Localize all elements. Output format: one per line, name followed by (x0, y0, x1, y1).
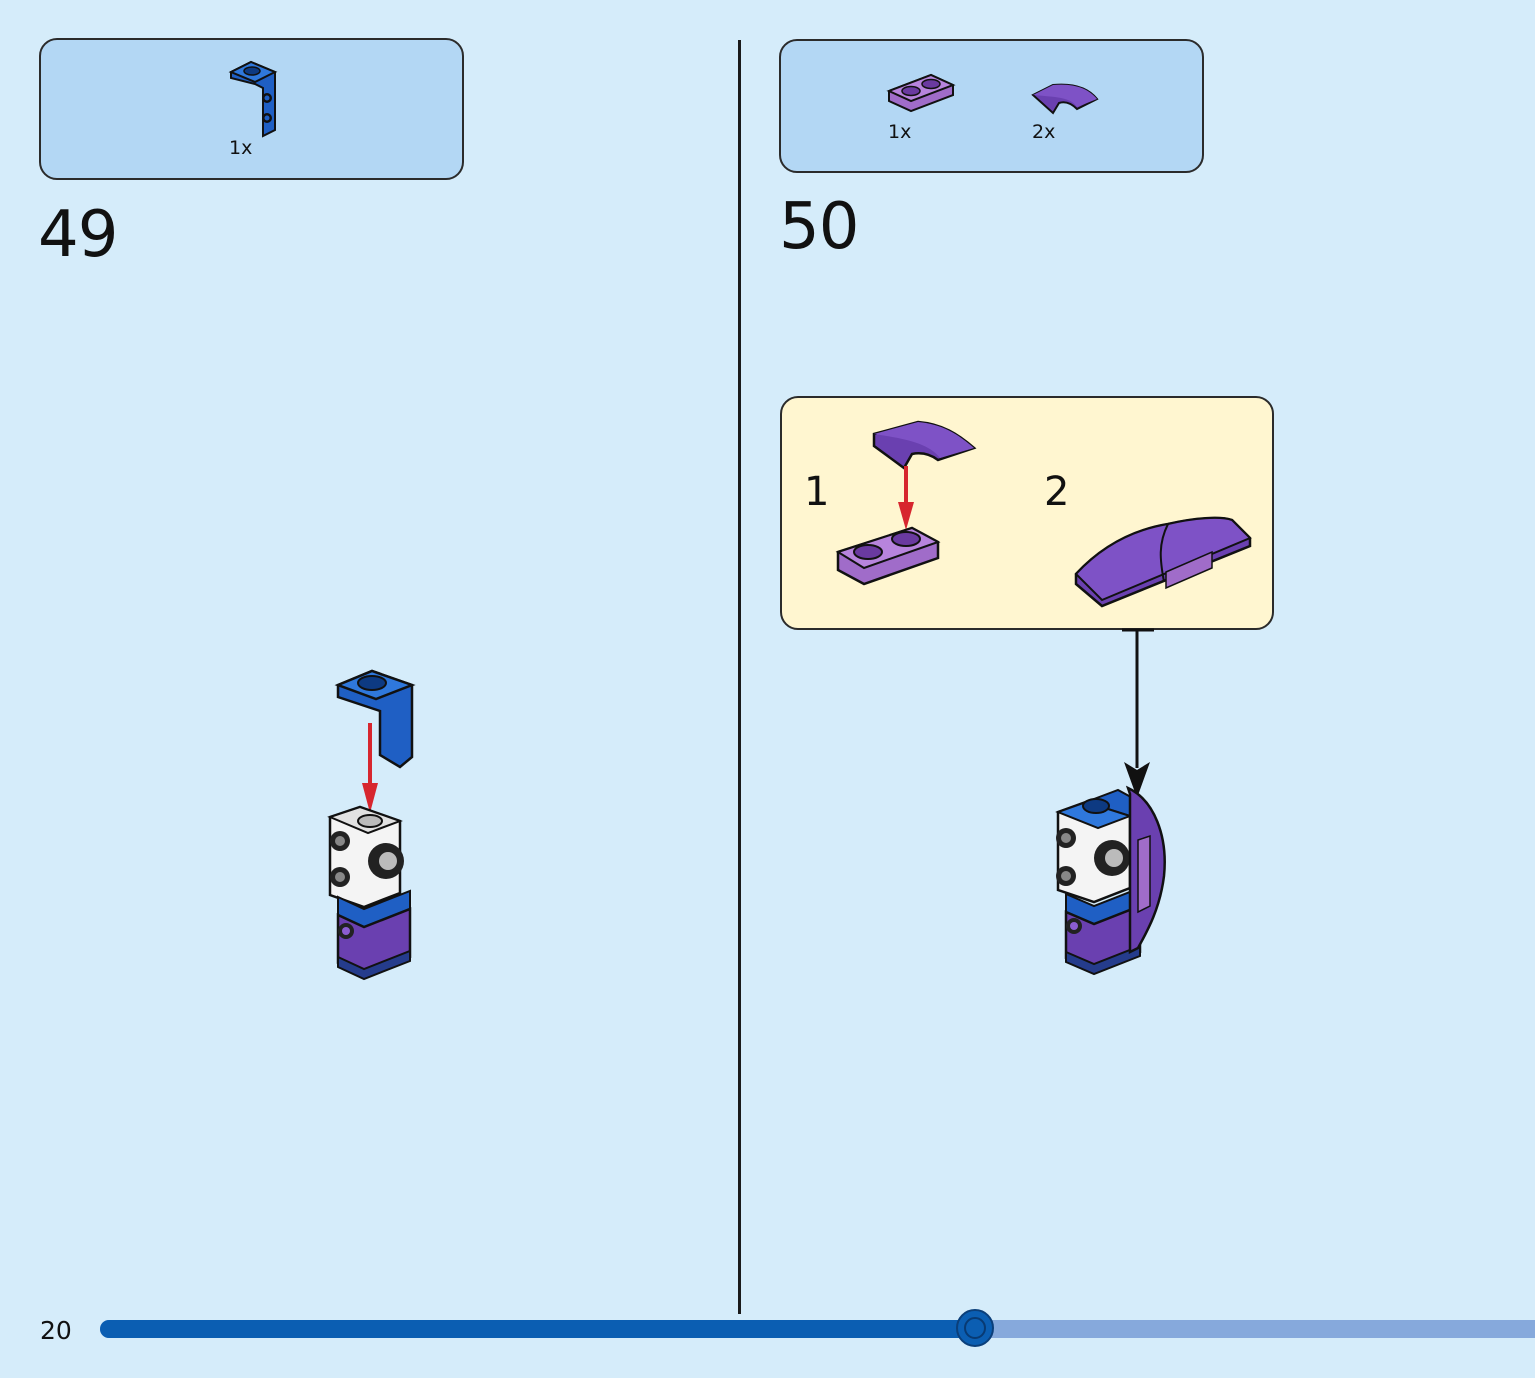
purple-curved-slope-icon (1125, 785, 1166, 955)
blue-bracket-icon (334, 669, 416, 769)
white-brick-icon (327, 805, 404, 909)
step-number-49: 49 (38, 198, 118, 272)
purple-curved-slope-icon (1074, 516, 1252, 608)
parts-callout-step-50: 1x 2x (779, 39, 1204, 173)
part-qty: 1x (229, 137, 253, 159)
substep-1-illustration (835, 420, 977, 586)
red-arrow-icon (362, 723, 378, 813)
part-qty: 2x (1032, 121, 1056, 143)
purple-curved-slope-icon (872, 420, 977, 470)
red-arrow-icon (898, 466, 914, 530)
part-qty: 1x (888, 121, 912, 143)
blue-bracket-icon (228, 60, 278, 138)
purple-brick-icon (336, 889, 412, 981)
purple-brick-icon (1064, 886, 1142, 976)
step-50-assembly (1055, 785, 1166, 976)
substep-number-1: 1 (804, 469, 830, 515)
step-number-50: 50 (779, 190, 859, 264)
white-brick-icon (1055, 788, 1141, 904)
purple-curved-slope-icon (1031, 83, 1099, 115)
parts-callout-step-49: 1x (39, 38, 464, 180)
progress-fill (100, 1320, 976, 1338)
step-divider (738, 40, 741, 1314)
step-49-assembly (327, 669, 416, 981)
progress-marker (956, 1309, 995, 1347)
lilac-plate-1x2-icon (886, 73, 956, 113)
black-arrow-icon (1122, 628, 1154, 798)
page-number: 20 (40, 1316, 72, 1345)
lilac-plate-1x2-icon (835, 526, 941, 586)
sub-assembly-callout: 1 2 (780, 396, 1274, 630)
substep-2-illustration (1074, 516, 1252, 608)
progress-bar (100, 1320, 1535, 1338)
substep-number-2: 2 (1044, 469, 1070, 515)
